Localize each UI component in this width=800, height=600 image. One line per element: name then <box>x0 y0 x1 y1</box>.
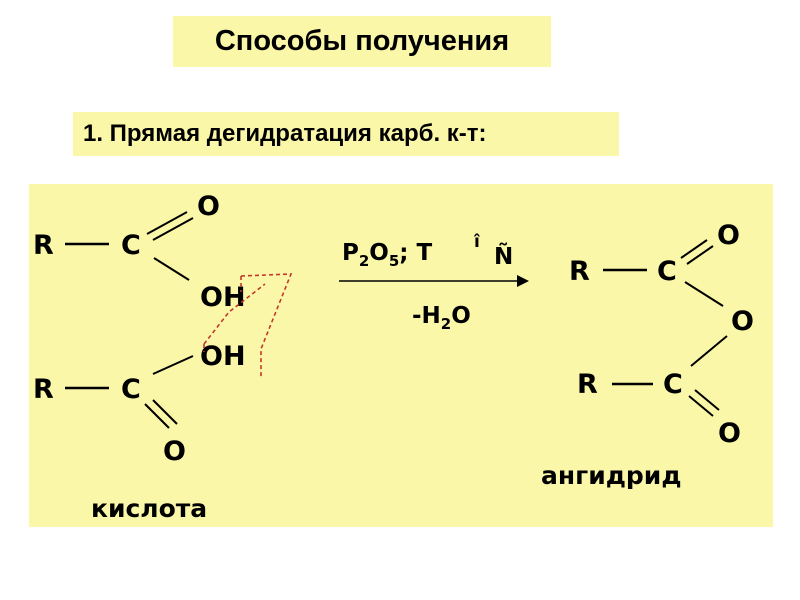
product-top-double-bond-2 <box>686 245 714 265</box>
reaction-scheme: R C O OH R C OH O кислота P2O5; T î Ñ -H… <box>33 191 754 523</box>
product-label: ангидрид <box>541 461 682 490</box>
product-bridge-o: O <box>731 306 754 337</box>
reactant-top-double-bond-2 <box>152 217 194 241</box>
reactant-top-single-bond <box>153 257 190 281</box>
product-bottom-double-bond-1 <box>688 395 714 417</box>
product-top-double-bond-1 <box>680 239 708 259</box>
product-top-r: R <box>569 256 590 287</box>
page-title: Способы получения <box>214 25 510 57</box>
byproduct-water: -H2O <box>412 303 471 333</box>
section-heading: 1. Прямая дегидратация карб. к-т: <box>83 120 487 147</box>
reactant-bottom-oh: OH <box>200 341 246 372</box>
reactant-top-double-bond-1 <box>146 211 188 235</box>
reactant-bottom-double-bond-2 <box>152 399 178 425</box>
reactant-top-oh: OH <box>200 282 246 313</box>
product-bottom-bridge-bond <box>690 335 728 367</box>
water-elimination-outline <box>240 273 293 379</box>
product-top-c: C <box>657 256 677 287</box>
product-top-o: O <box>717 220 740 251</box>
reactant-bottom-double-bond-1 <box>144 403 170 429</box>
reactant-label: кислота <box>91 494 207 523</box>
reactant-bottom-c: C <box>121 374 141 405</box>
reaction-arrow-head <box>517 275 529 287</box>
conditions-glyph-a: î <box>473 232 481 252</box>
reactant-top-r: R <box>33 230 54 261</box>
reactant-bottom-single-bond <box>152 355 194 375</box>
water-elimination-outline-2 <box>203 276 266 352</box>
reaction-panel: R C O OH R C OH O кислота P2O5; T î Ñ -H… <box>29 184 773 527</box>
product-top-bridge-bond <box>684 281 724 307</box>
product-bottom-c: C <box>663 369 683 400</box>
product-bottom-r: R <box>577 369 598 400</box>
reactant-top-o: O <box>197 191 220 222</box>
reactant-bottom-o: O <box>163 436 186 467</box>
title-box: Способы получения <box>173 16 551 67</box>
conditions-glyph-b: Ñ <box>494 242 513 270</box>
reaction-conditions: P2O5; T <box>342 240 433 270</box>
product-bottom-double-bond-2 <box>694 389 720 411</box>
reactant-top-c: C <box>121 230 141 261</box>
reactant-bottom-r: R <box>33 374 54 405</box>
subtitle-box: 1. Прямая дегидратация карб. к-т: <box>73 112 619 156</box>
product-bottom-o: O <box>718 418 741 449</box>
